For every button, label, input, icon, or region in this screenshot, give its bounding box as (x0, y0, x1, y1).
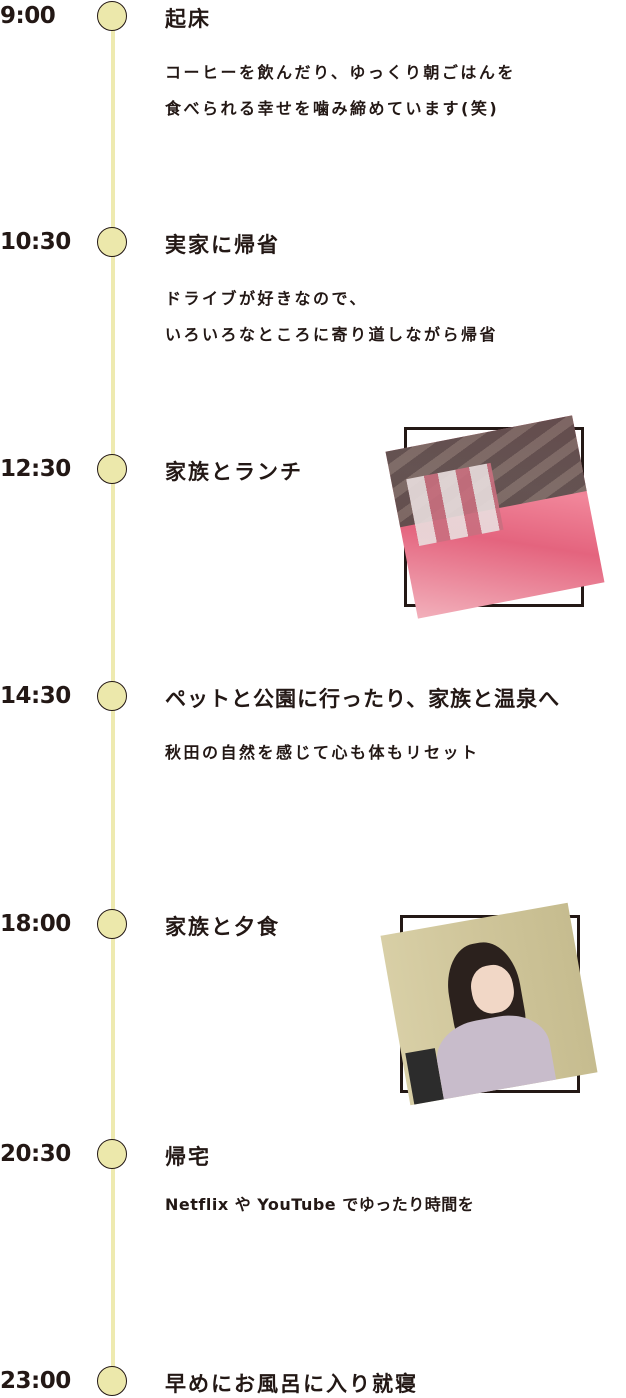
item-title: 実家に帰省 (165, 233, 280, 257)
item-desc-line: いろいろなところに寄り道しながら帰省 (165, 325, 499, 344)
item-title: 起床 (165, 7, 211, 31)
smiling-woman-photo (380, 898, 602, 1113)
item-desc-line: ドライブが好きなので、 (165, 289, 368, 308)
item-title: 帰宅 (165, 1145, 211, 1169)
time-label: 23:00 (0, 1368, 71, 1394)
photo-image (380, 902, 598, 1106)
item-desc-line: コーヒーを飲んだり、ゆっくり朝ごはんを (165, 63, 516, 82)
item-desc-line: Netflix や YouTube でゆったり時間を (165, 1195, 475, 1214)
time-label: 10:30 (0, 229, 71, 255)
time-label: 20:30 (0, 1141, 71, 1167)
time-label: 18:00 (0, 911, 71, 937)
timeline-dot-icon (97, 909, 127, 939)
timeline-dot-icon (97, 1139, 127, 1169)
item-desc-line: 食べられる幸せを噛み締めています(笑) (165, 99, 500, 118)
time-label: 9:00 (0, 3, 56, 29)
timeline-dot-icon (97, 681, 127, 711)
item-title: 家族と夕食 (165, 915, 280, 939)
timeline-dot-icon (97, 227, 127, 257)
item-title: 家族とランチ (165, 460, 303, 484)
item-desc-line: 秋田の自然を感じて心も体もリセット (165, 743, 480, 762)
timeline-dot-icon (97, 1, 127, 31)
item-title: ペットと公園に行ったり、家族と温泉へ (165, 687, 561, 711)
time-label: 14:30 (0, 683, 71, 709)
photo-image (385, 415, 605, 619)
item-title: 早めにお風呂に入り就寝 (165, 1372, 418, 1396)
time-label: 12:30 (0, 456, 71, 482)
timeline-dot-icon (97, 454, 127, 484)
magazines-on-table-photo (385, 410, 616, 630)
timeline-dot-icon (97, 1366, 127, 1396)
